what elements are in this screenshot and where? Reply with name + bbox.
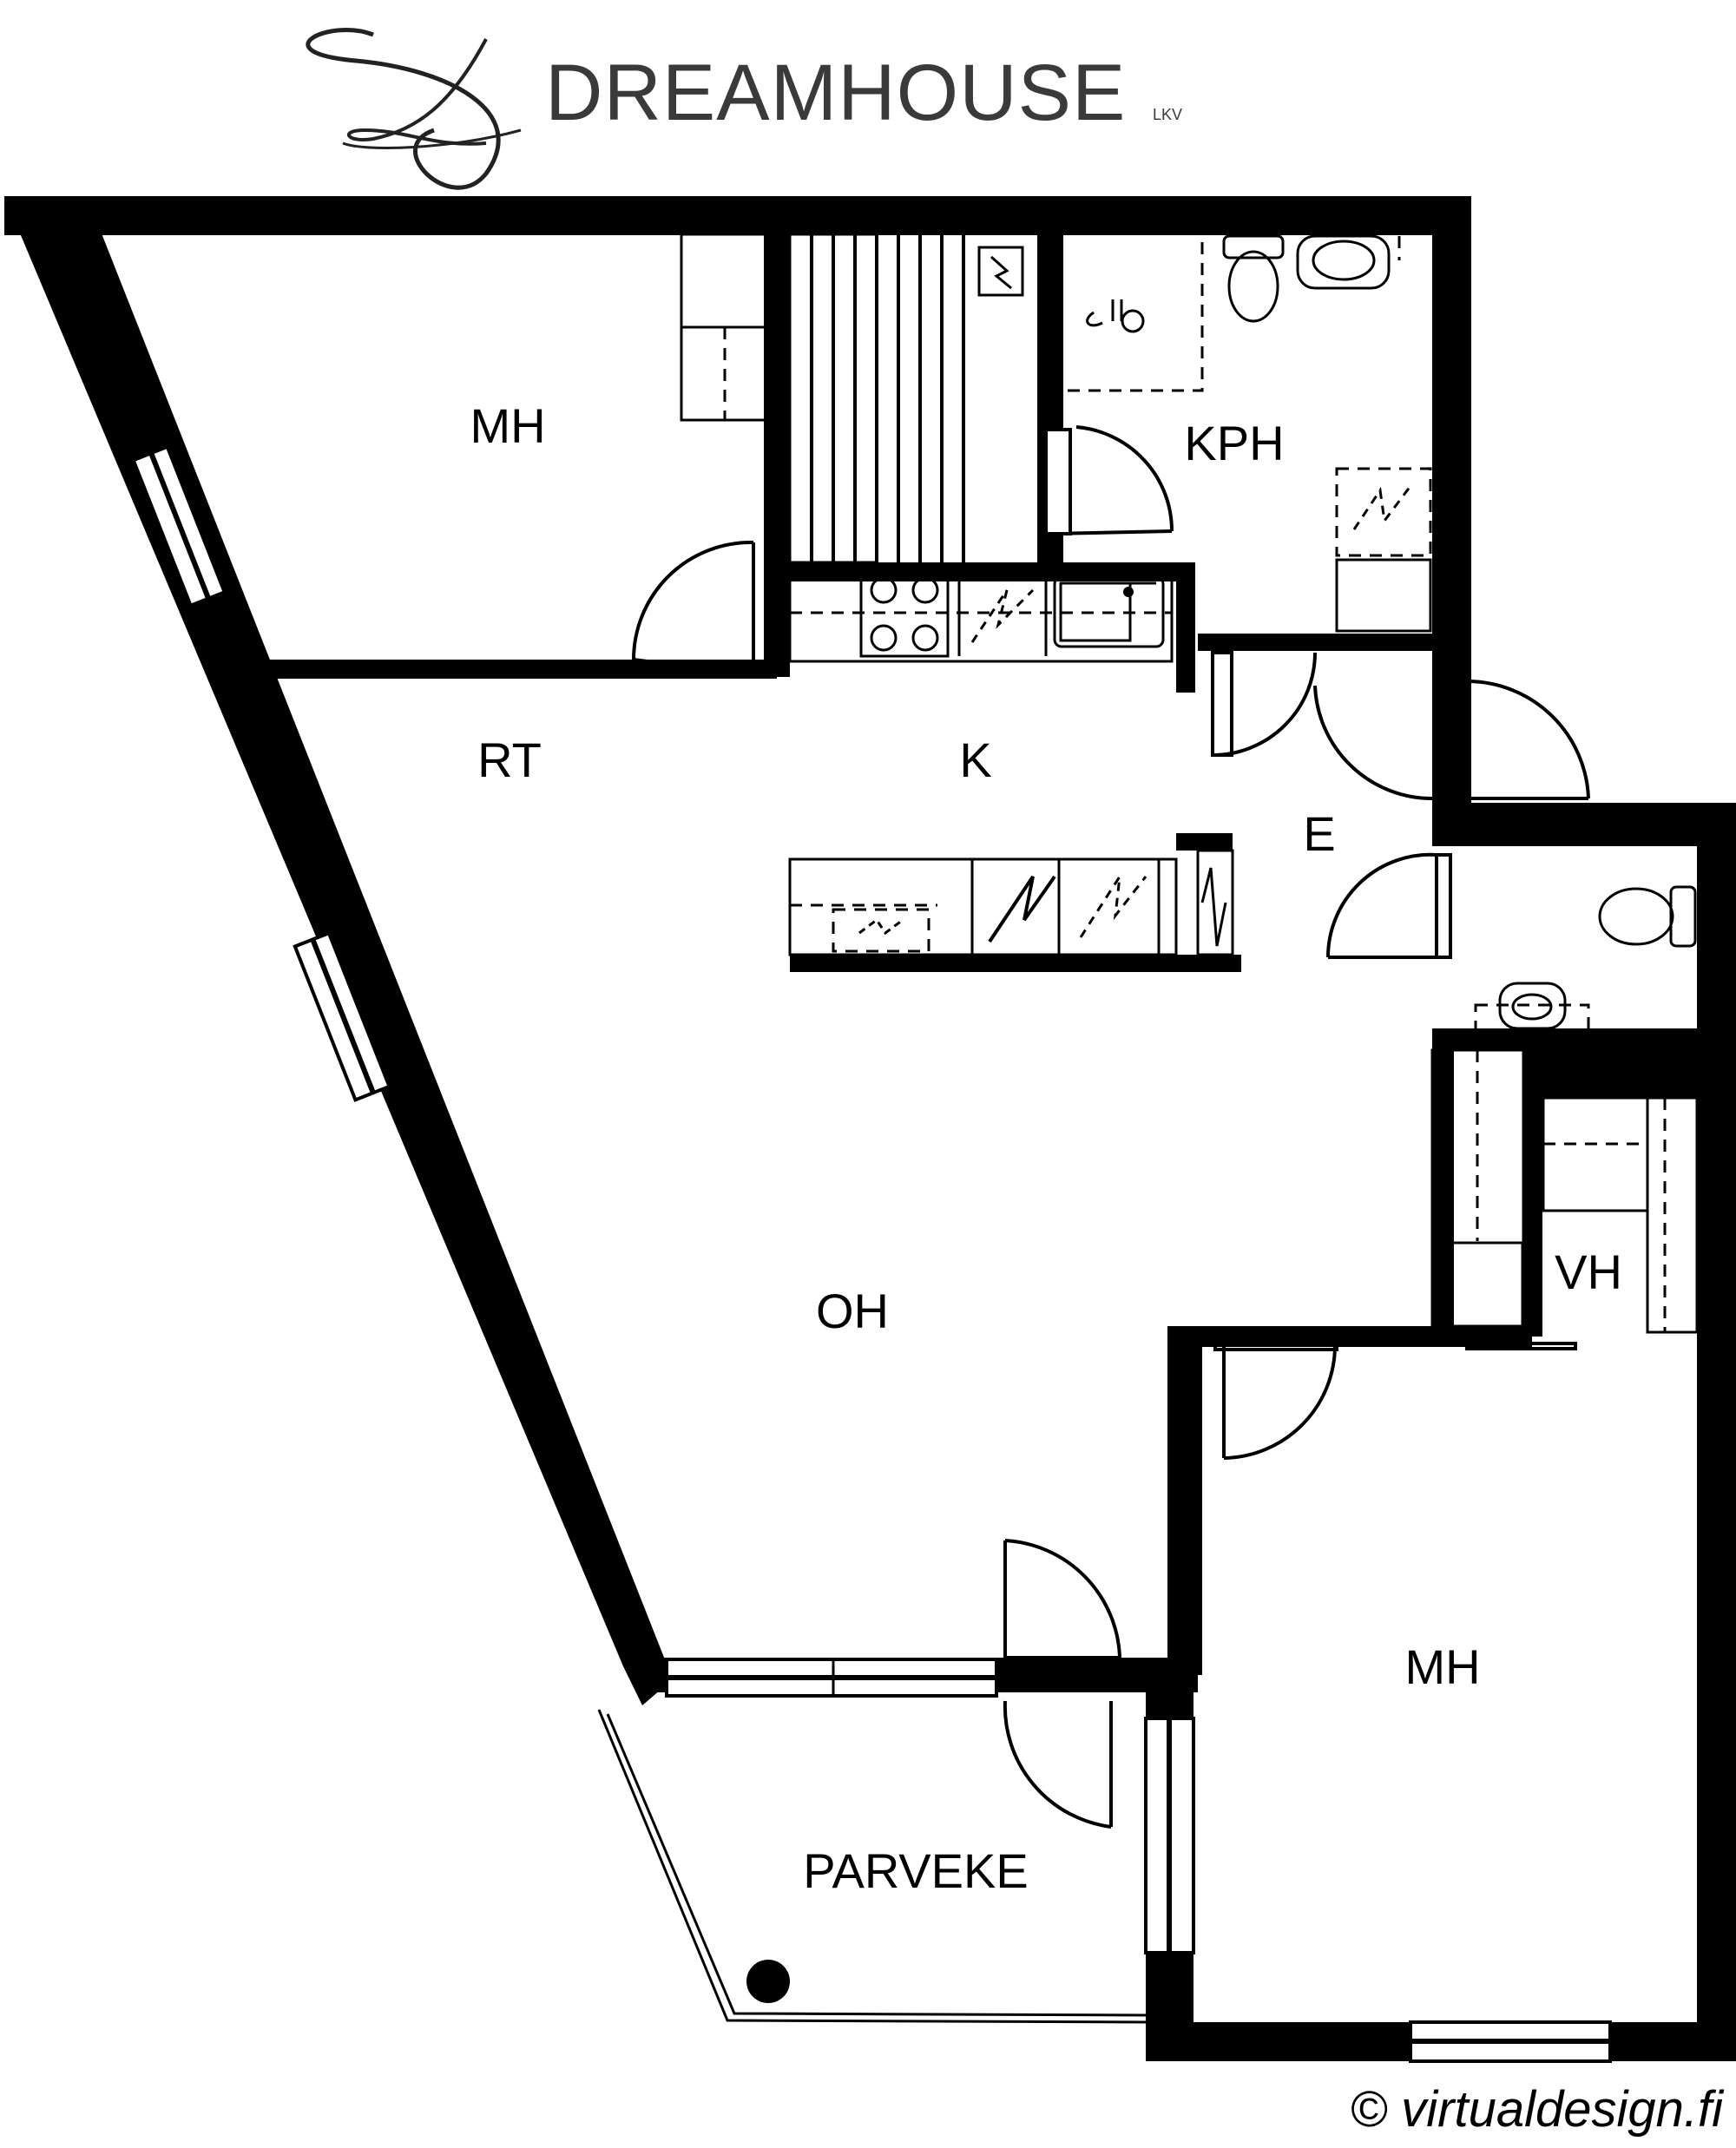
sauna-stove-icon	[977, 246, 1024, 297]
sink-icon	[1296, 234, 1391, 290]
closets-hall	[1430, 1048, 1699, 1334]
room-label-k: K	[959, 732, 991, 787]
room-label-parveke: PARVEKE	[803, 1843, 1028, 1898]
script-d-monogram-icon	[306, 27, 522, 190]
kitchen-island	[788, 849, 1234, 956]
kitchen-counter-top	[788, 562, 1174, 663]
washing-machine-icon	[1335, 467, 1432, 633]
room-label-mh-bottom: MH	[1404, 1639, 1480, 1694]
room-label-vh: VH	[1555, 1245, 1622, 1299]
brand-name: DREAMHOUSE	[545, 49, 1126, 137]
freezer-icon	[1079, 876, 1147, 938]
copyright-credit: © virtualdesign.fi	[1350, 2081, 1725, 2138]
room-label-kph: KPH	[1184, 416, 1284, 470]
window-mh-bottom-left	[1144, 1717, 1195, 1954]
balcony	[597, 1709, 1151, 2024]
window-mh-bottom	[1409, 2020, 1612, 2063]
tall-cabinet	[1196, 849, 1234, 956]
wardrobe-mh-top	[680, 233, 768, 422]
window-mh-top	[131, 444, 227, 608]
wc-toilet-icon	[1598, 885, 1697, 948]
brand-suffix: LKV	[1153, 106, 1182, 123]
shower-icon	[1086, 299, 1145, 333]
brand-logo: DREAMHOUSE LKV	[306, 27, 1182, 190]
room-label-oh: OH	[816, 1284, 889, 1338]
window-oh	[293, 930, 392, 1102]
dishwasher-icon	[957, 569, 1048, 656]
room-label-rt: RT	[477, 732, 542, 787]
bathroom-fixtures	[1068, 234, 1432, 633]
wc-sink-icon	[1474, 982, 1590, 1033]
stove-icon	[859, 568, 950, 658]
room-labels: MH KPH RT K E OH VH MH PARVEKE	[470, 398, 1621, 1898]
fridge-icon	[988, 875, 1056, 943]
doors	[632, 425, 1590, 1829]
room-label-mh-top: MH	[470, 398, 545, 453]
window-balcony-door	[665, 1658, 998, 1698]
sauna-bench	[788, 233, 1024, 564]
toilet-icon	[1222, 234, 1285, 323]
room-label-e: E	[1303, 806, 1335, 861]
kitchen-sink-icon	[1053, 575, 1165, 648]
interior-walls	[256, 234, 1697, 1337]
exterior-walls	[4, 196, 1736, 2061]
drain-icon	[746, 1960, 790, 2003]
windows	[131, 444, 1612, 2063]
wc-fixtures	[1474, 885, 1697, 1033]
